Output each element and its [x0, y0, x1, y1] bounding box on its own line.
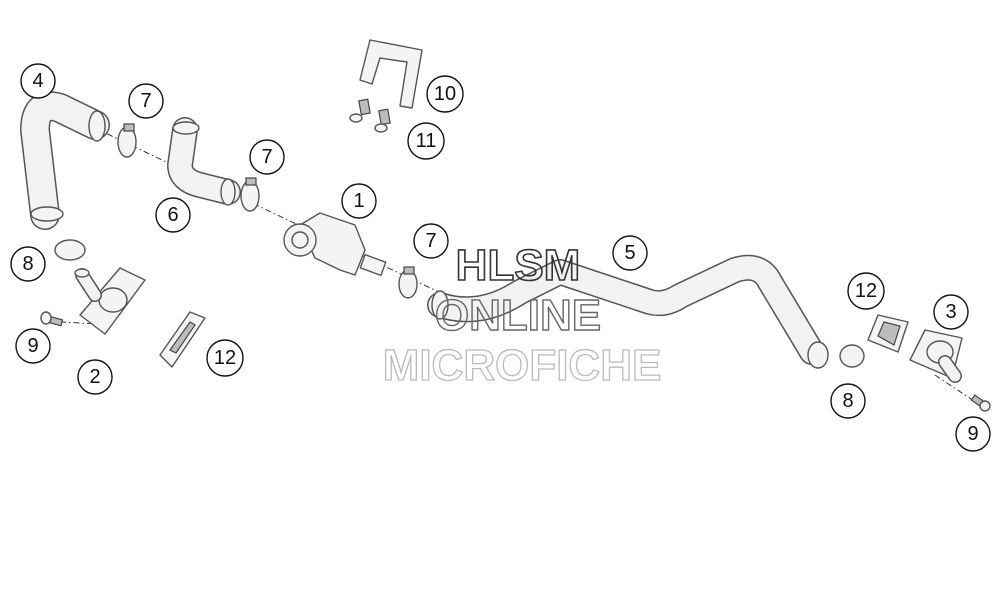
- callout-label: 12: [214, 347, 236, 369]
- gasket-part-12a: [159, 311, 206, 368]
- callout-7b: 7: [249, 139, 285, 175]
- callout-label: 4: [32, 70, 43, 92]
- clamp-8b: [839, 344, 865, 368]
- bracket-part-10: [359, 39, 423, 109]
- callout-8a: 8: [10, 246, 46, 282]
- callout-label: 12: [855, 280, 877, 302]
- callout-6: 6: [155, 197, 191, 233]
- callout-label: 9: [27, 335, 38, 357]
- callout-2: 2: [77, 359, 113, 395]
- clamp-7a: [117, 123, 137, 158]
- callout-5: 5: [612, 235, 648, 271]
- clamp-7c: [398, 266, 418, 299]
- callout-label: 7: [261, 146, 272, 168]
- callout-label: 3: [945, 301, 956, 323]
- callout-7c: 7: [413, 223, 449, 259]
- clamp-7b: [240, 177, 260, 212]
- callout-12b: 12: [847, 272, 885, 310]
- callout-8b: 8: [830, 383, 866, 419]
- callout-label: 7: [140, 90, 151, 112]
- cover-part-2: [74, 267, 146, 335]
- callout-label: 6: [167, 204, 178, 226]
- gasket-part-12b: [867, 314, 909, 353]
- callout-label: 10: [434, 83, 456, 105]
- hose-part-6: [167, 117, 241, 206]
- callout-4: 4: [20, 63, 56, 99]
- callout-3: 3: [933, 294, 969, 330]
- hose-part-4: [20, 91, 110, 230]
- callout-label: 7: [425, 230, 436, 252]
- callout-label: 11: [416, 130, 437, 152]
- callout-label: 1: [353, 190, 364, 212]
- callout-label: 8: [22, 253, 33, 275]
- callout-label: 9: [967, 423, 978, 445]
- screw-part-9b: [970, 394, 991, 412]
- watermark: HLSM ONLINE MICROFICHE: [382, 240, 662, 390]
- callout-7a: 7: [128, 83, 164, 119]
- callout-label: 5: [624, 242, 635, 264]
- callout-9b: 9: [955, 416, 991, 452]
- valve-part-1: [283, 212, 387, 277]
- watermark-line-1: HLSM: [456, 241, 581, 290]
- hose-part-5: [427, 254, 829, 369]
- callout-12a: 12: [206, 339, 244, 377]
- callout-9a: 9: [15, 328, 51, 364]
- screw-part-9a: [40, 311, 64, 327]
- clamp-8a: [54, 239, 86, 261]
- callout-11: 11: [407, 122, 445, 160]
- callout-label: 2: [89, 366, 100, 388]
- callout-10: 10: [426, 75, 464, 113]
- cover-part-3: [909, 329, 963, 383]
- watermark-line-2: ONLINE: [435, 291, 601, 340]
- watermark-line-3: MICROFICHE: [383, 341, 662, 390]
- callout-1: 1: [341, 183, 377, 219]
- callout-label: 8: [842, 390, 853, 412]
- screws-part-11: [349, 98, 391, 133]
